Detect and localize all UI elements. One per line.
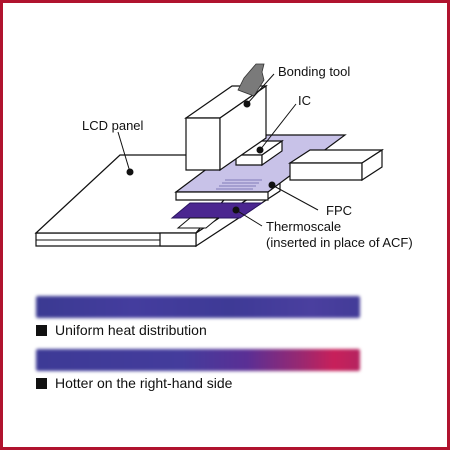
legend-hot-right: Hotter on the right-hand side [36, 375, 232, 391]
caption-hot-right: Hotter on the right-hand side [55, 375, 233, 391]
label-thermoscale-note: (inserted in place of ACF) [266, 235, 413, 250]
down-arrow-icon [237, 63, 265, 97]
legend-uniform: Uniform heat distribution [36, 322, 207, 338]
leader-lines [117, 73, 319, 227]
caption-uniform: Uniform heat distribution [55, 322, 207, 338]
label-bonding-tool: Bonding tool [278, 64, 350, 79]
label-thermoscale: Thermoscale [266, 219, 341, 234]
legend-square-icon [36, 324, 47, 336]
legend-square-icon [36, 377, 47, 389]
thermoscale-result-uniform [36, 296, 360, 318]
bonding-tool [184, 84, 268, 172]
label-fpc: FPC [326, 203, 352, 218]
thermoscale-slot [176, 217, 220, 229]
thermoscale-result-hot-right [36, 349, 360, 371]
leader-dots [126, 100, 276, 214]
substrate-step [159, 232, 197, 247]
label-ic: IC [298, 93, 311, 108]
label-lcd-panel: LCD panel [82, 118, 144, 133]
